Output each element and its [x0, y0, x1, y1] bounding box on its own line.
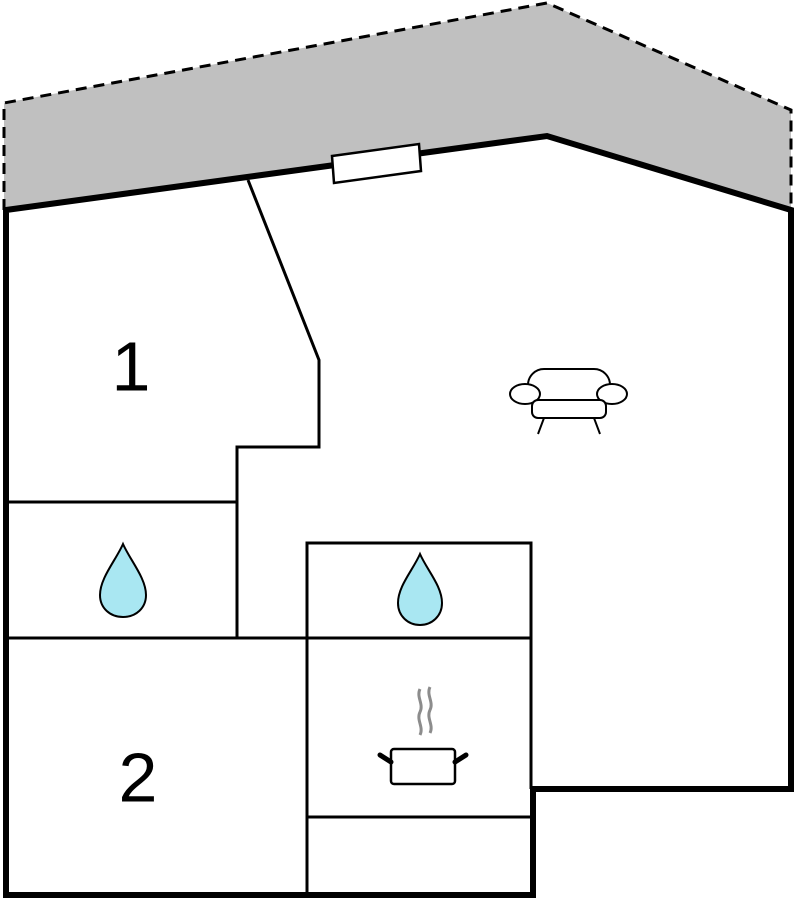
service-block-outline — [305, 541, 533, 895]
water-drop-icon — [396, 551, 444, 627]
bedroom-2-label: 2 — [119, 738, 158, 816]
terrace-dashed-outline — [2, 1, 793, 210]
water-drop-icon — [98, 541, 148, 619]
terrace — [2, 1, 793, 210]
terrace-door — [330, 142, 423, 185]
bedroom-1-label: 1 — [112, 327, 151, 405]
sofa-icon — [509, 368, 628, 435]
cooking-pot-icon — [377, 686, 469, 786]
exterior-wall — [3, 132, 794, 898]
terrace-area — [4, 3, 791, 210]
interior-walls — [6, 179, 533, 895]
bedroom-1-wall — [235, 179, 321, 637]
